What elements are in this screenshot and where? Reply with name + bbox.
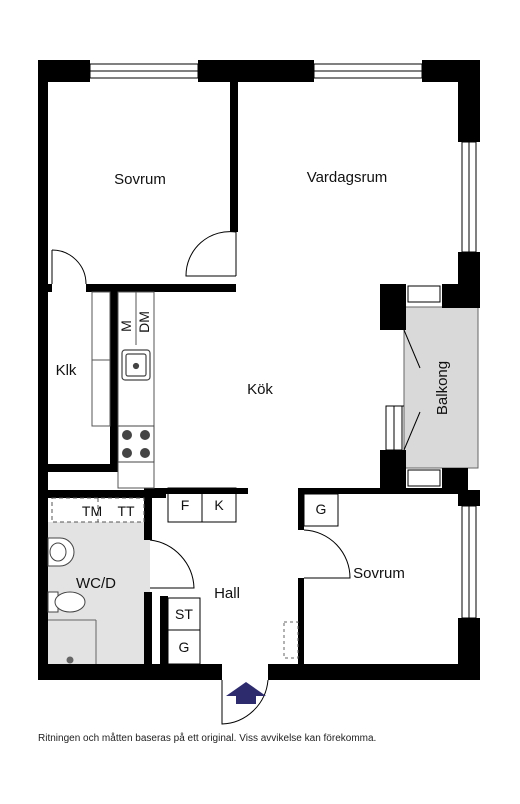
- entrance-arrow-icon: [226, 682, 266, 704]
- storage-label: ST: [175, 606, 193, 622]
- sink-icon: [121, 349, 151, 381]
- dishwasher-label: DM: [136, 311, 152, 333]
- dryer-label: TM: [82, 503, 102, 519]
- balcony-floor: [403, 306, 479, 469]
- windows: [89, 63, 477, 619]
- living-room-label: Vardagsrum: [307, 169, 388, 186]
- balcony-label: Balkong: [434, 361, 451, 415]
- drying-cabinet-label: TT: [117, 503, 135, 519]
- toilet-icon: [47, 591, 86, 613]
- outer-walls: [38, 60, 480, 680]
- laundry-units: [51, 497, 145, 523]
- bedroom-1-label: Sovrum: [114, 171, 166, 188]
- doors: [51, 231, 421, 725]
- bedroom-2-label: Sovrum: [353, 565, 405, 582]
- kitchen-label: Kök: [247, 381, 273, 398]
- hall-radiator: [283, 621, 299, 659]
- microwave-label: M: [118, 320, 134, 332]
- freezer-label: F: [181, 497, 190, 513]
- fridge-label: K: [214, 497, 224, 513]
- stove-icon: [117, 425, 155, 463]
- interior-walls: [46, 82, 458, 666]
- kitchen-counter: [91, 291, 155, 489]
- hall-wardrobe-label: G: [179, 639, 190, 655]
- washbasin-icon: [47, 537, 75, 567]
- shower-area: [48, 619, 97, 664]
- bathroom-label: WC/D: [76, 575, 116, 592]
- hall-closets: [167, 597, 201, 665]
- disclaimer-text: Ritningen och måtten baseras på ett orig…: [38, 732, 376, 744]
- hall-label: Hall: [214, 585, 240, 602]
- closet-label: Klk: [56, 362, 77, 379]
- bedroom2-wardrobe: [303, 493, 339, 527]
- fridge-freezer-units: [167, 487, 237, 523]
- bedroom2-wardrobe-label: G: [316, 501, 327, 517]
